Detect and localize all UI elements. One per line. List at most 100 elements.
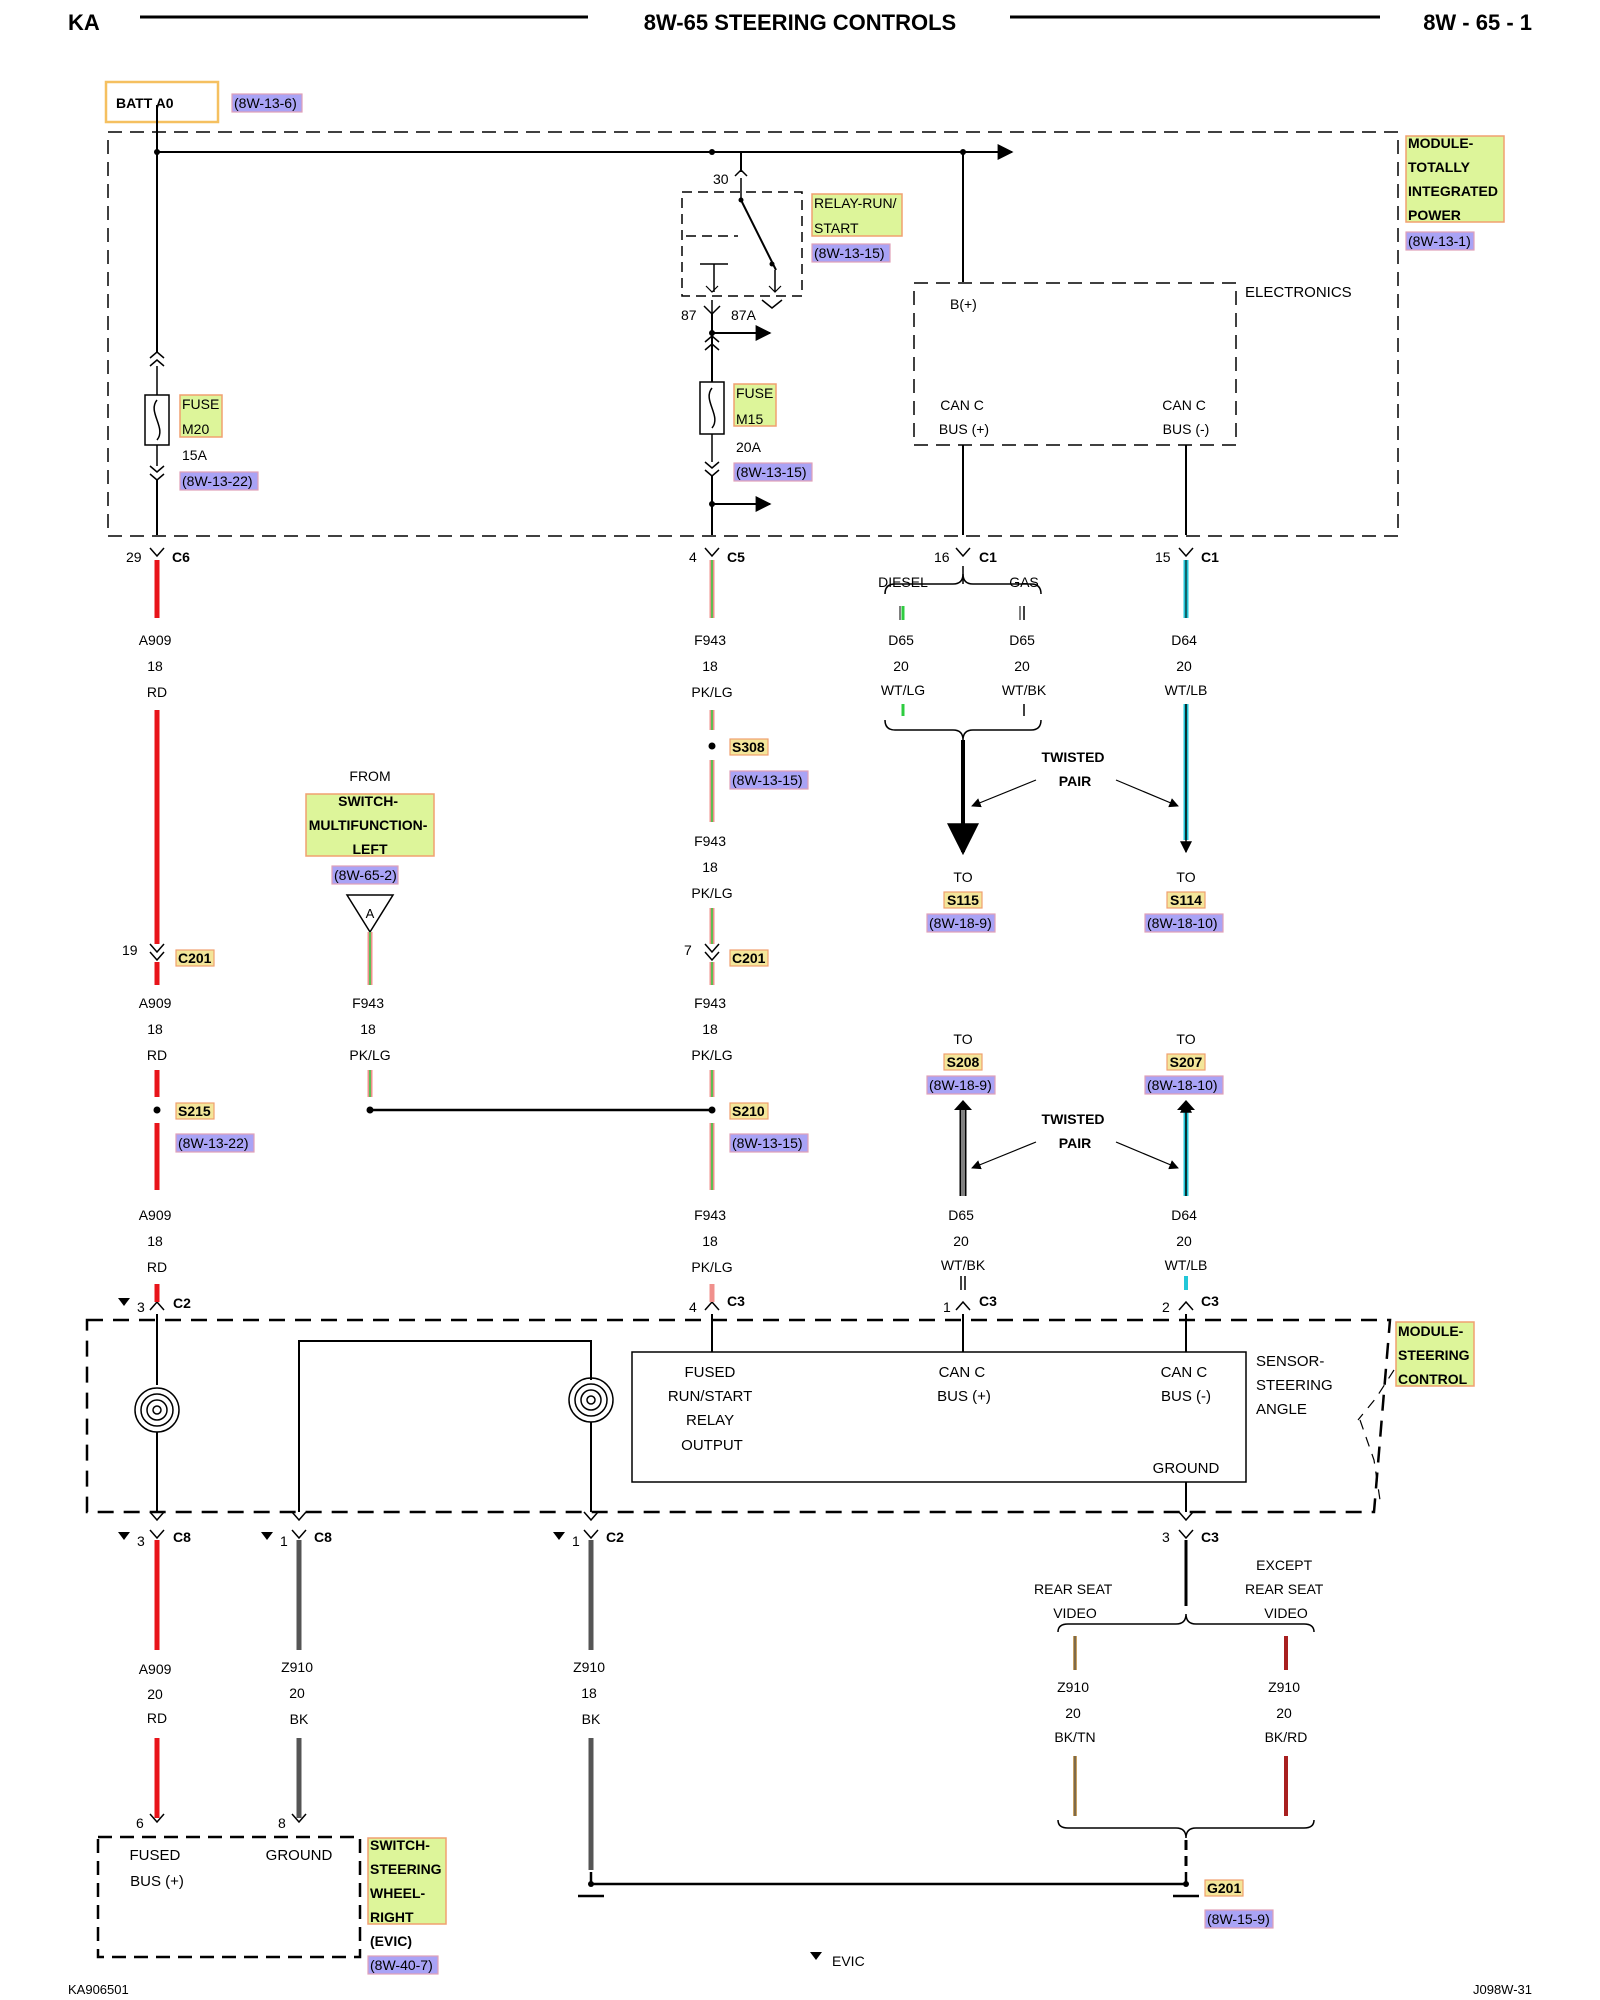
splice-s207-ref: (8W-18-10) <box>1147 1077 1218 1093</box>
fuse-m20-name: FUSE M20 <box>182 396 223 437</box>
wire-z910-20-label: Z910 20 BK <box>281 1659 317 1727</box>
connector-c5: 4 C5 <box>689 547 745 565</box>
switch-ground-label: GROUND <box>266 1847 333 1864</box>
svg-text:16: 16 <box>934 549 950 565</box>
wire-a909-label-2: A909 18 RD <box>139 995 176 1063</box>
relay-contact <box>740 199 777 271</box>
sensor-name: SENSOR- STEERING ANGLE <box>1256 1353 1337 1418</box>
c201-b-name: C201 <box>732 950 766 966</box>
from-label: FROM <box>349 768 390 784</box>
connector-c1-16: 16 C1 <box>934 547 997 565</box>
switch-steering-wheel-right-box <box>96 1835 362 1959</box>
wire-z910-bktn-label: Z910 20 BK/TN <box>1054 1679 1095 1745</box>
header-left: KA <box>68 10 100 35</box>
electronics-box <box>913 282 1237 446</box>
fuse-m20-ref: (8W-13-22) <box>182 473 253 489</box>
splice-s215-dot <box>153 1106 161 1114</box>
evic-legend-marker <box>810 1952 822 1960</box>
fuse-m15-name: FUSE M15 <box>736 385 777 427</box>
wire-z910-bkrd-label: Z910 20 BK/RD <box>1265 1679 1308 1745</box>
relay-name: RELAY-RUN/ START <box>814 195 900 236</box>
relay-box <box>681 191 803 297</box>
connector-c8-1: 1 C8 <box>261 1529 332 1549</box>
svg-text:C1: C1 <box>979 549 997 565</box>
svg-text:3: 3 <box>137 1299 145 1315</box>
steering-control-module-name: MODULE- STEERING CONTROL <box>1398 1323 1473 1387</box>
splice-s207-name: S207 <box>1170 1054 1203 1070</box>
svg-text:2: 2 <box>1162 1299 1170 1315</box>
wire-a909-label-3: A909 18 RD <box>139 1207 176 1275</box>
batt-ref: (8W-13-6) <box>234 95 297 111</box>
wire-d64-label-1: D64 20 WT/LB <box>1165 632 1208 698</box>
svg-text:15: 15 <box>1155 549 1171 565</box>
tipm-name: MODULE- TOTALLY INTEGRATED POWER <box>1408 135 1502 223</box>
clockspring-left <box>134 1387 180 1433</box>
twisted-pair-label-2: TWISTED PAIR <box>1042 1111 1109 1151</box>
svg-text:3: 3 <box>1162 1529 1170 1545</box>
c201-a-pin: 19 <box>122 942 138 958</box>
batt-label: BATT A0 <box>116 95 174 111</box>
wire-z910-18-label: Z910 18 BK <box>573 1659 609 1727</box>
wire-f943-label-4: F943 18 PK/LG <box>691 1207 732 1275</box>
svg-text:1: 1 <box>943 1299 951 1315</box>
wire-f943-label-3: F943 18 PK/LG <box>691 995 732 1063</box>
svg-text:C6: C6 <box>172 549 190 565</box>
splice-s114-ref: (8W-18-10) <box>1147 915 1218 931</box>
to-s115-label: TO <box>953 869 972 885</box>
switch-steering-wheel-right-name: SWITCH- STEERING WHEEL- RIGHT <box>370 1837 445 1925</box>
tipm-bplus: B(+) <box>950 296 977 312</box>
svg-text:3: 3 <box>137 1533 145 1549</box>
page-title: 8W-65 STEERING CONTROLS <box>644 10 956 35</box>
switch-fused-bus-label: FUSED BUS (+) <box>129 1847 184 1890</box>
ground-g201-ref: (8W-15-9) <box>1207 1911 1270 1927</box>
c201-b-pin: 7 <box>684 942 692 958</box>
wire-d64-label-2: D64 20 WT/LB <box>1165 1207 1208 1273</box>
fuse-m20-amps: 15A <box>182 447 208 463</box>
svg-text:C3: C3 <box>979 1293 997 1309</box>
wire-a909-label-1: A909 18 RD <box>139 632 176 700</box>
splice-s114-name: S114 <box>1170 892 1202 908</box>
svg-text:C8: C8 <box>173 1529 191 1545</box>
to-s114-label: TO <box>1176 869 1195 885</box>
switch-pin6: 6 <box>136 1815 144 1831</box>
wire-f943-label-1: F943 18 PK/LG <box>691 632 732 700</box>
svg-text:29: 29 <box>126 549 142 565</box>
from-switch-ref: (8W-65-2) <box>334 867 397 883</box>
svg-text:C1: C1 <box>1201 549 1219 565</box>
wire-f943-label-2: F943 18 PK/LG <box>691 833 732 901</box>
splice-s308-ref: (8W-13-15) <box>732 772 803 788</box>
connector-c2-top: 3 C2 <box>118 1295 191 1315</box>
splice-s115-ref: (8W-18-9) <box>929 915 992 931</box>
from-switch-name: SWITCH- MULTIFUNCTION- LEFT <box>309 793 432 857</box>
option-gas: GAS <box>1009 574 1039 590</box>
connector-c3-4: 4 C3 <box>689 1293 745 1315</box>
option-diesel: DIESEL <box>878 574 928 590</box>
header: KA 8W-65 STEERING CONTROLS 8W - 65 - 1 <box>68 10 1532 35</box>
connector-c6: 29 C6 <box>126 547 190 565</box>
svg-text:C2: C2 <box>173 1295 191 1311</box>
svg-text:C5: C5 <box>727 549 745 565</box>
svg-text:4: 4 <box>689 549 697 565</box>
switch-pin8: 8 <box>278 1815 286 1831</box>
connector-c3-3: 3 C3 <box>1162 1529 1219 1545</box>
sensor-can-minus-label: CAN C BUS (-) <box>1161 1364 1212 1405</box>
electronics-label: ELECTRONICS <box>1245 284 1352 301</box>
wire-d65-wtbk-label-2: D65 20 WT/BK <box>941 1207 986 1273</box>
batt-box <box>104 80 220 124</box>
connector-c8-3: 3 C8 <box>118 1529 191 1549</box>
c201-a-name: C201 <box>178 950 212 966</box>
ground-g201-name: G201 <box>1207 1880 1241 1896</box>
sensor-ground-label: GROUND <box>1153 1460 1220 1477</box>
splice-s308-name: S308 <box>732 739 765 755</box>
clockspring-right <box>568 1377 614 1423</box>
svg-text:1: 1 <box>572 1533 580 1549</box>
sensor-steering-angle-box <box>631 1351 1247 1483</box>
svg-text:4: 4 <box>689 1299 697 1315</box>
off-page-connector-a <box>345 894 395 934</box>
svg-text:C3: C3 <box>1201 1293 1219 1309</box>
tipm-box <box>107 131 1399 537</box>
splice-s208-ref: (8W-18-9) <box>929 1077 992 1093</box>
page-number: 8W - 65 - 1 <box>1423 10 1532 35</box>
twisted-pair-label-1: TWISTED PAIR <box>1042 749 1109 789</box>
